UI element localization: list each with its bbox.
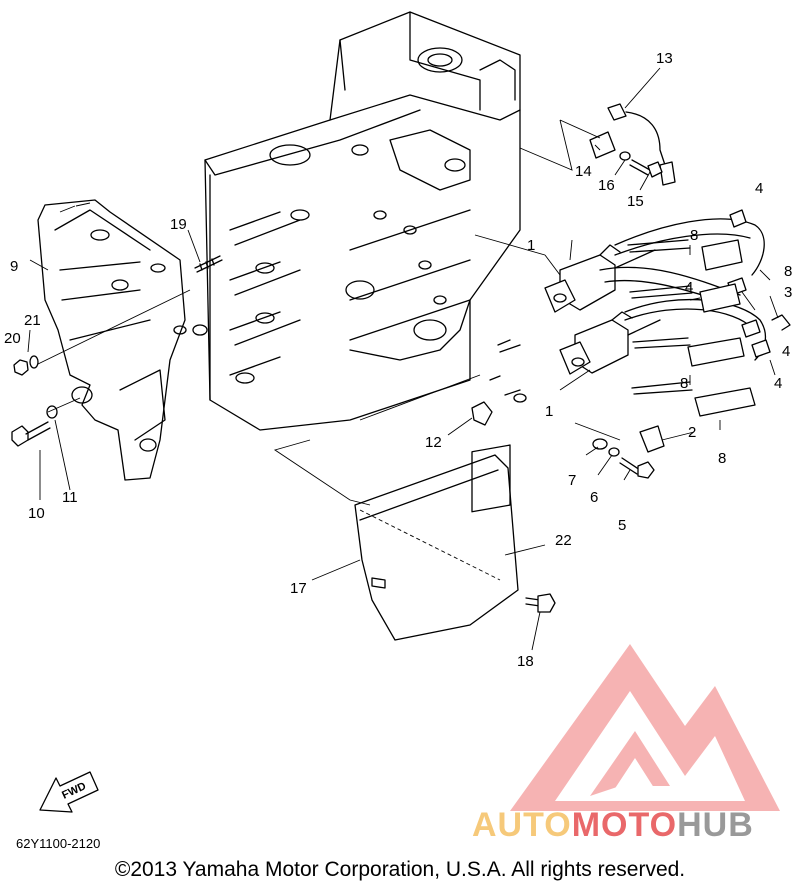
callout-15: 15 <box>627 193 644 210</box>
fwd-arrow: FWD <box>39 771 99 813</box>
callout-3: 3 <box>784 284 792 301</box>
callout-14: 14 <box>575 163 592 180</box>
thermoswitch-12 <box>471 401 493 426</box>
nut-20 <box>13 359 29 376</box>
drawing-number: 62Y1100-2120 <box>16 836 101 851</box>
clamp-3 <box>771 314 791 331</box>
callout-4-right: 4 <box>782 343 790 360</box>
callout-8-mid: 8 <box>680 375 688 392</box>
callout-4-mid: 4 <box>685 279 693 296</box>
watermark-hub: HUB <box>677 806 754 844</box>
callout-16: 16 <box>598 177 615 194</box>
leader-lines <box>27 67 779 651</box>
bolt-10 <box>11 421 51 447</box>
washer-16 <box>619 151 631 161</box>
callout-1-upper: 1 <box>527 237 535 254</box>
watermark-text: AUTOMOTOHUB <box>472 806 754 845</box>
bolt-18 <box>525 593 556 613</box>
callout-20: 20 <box>4 330 21 347</box>
callout-19: 19 <box>170 216 187 233</box>
washer-21 <box>29 355 39 369</box>
callout-8-right: 8 <box>784 263 792 280</box>
callout-11: 11 <box>62 489 78 506</box>
washer-6 <box>608 447 620 457</box>
ignition-coil-lower <box>559 311 661 375</box>
callout-4-bottom: 4 <box>774 375 782 392</box>
copyright-notice: ©2013 Yamaha Motor Corporation, U.S.A. A… <box>114 858 686 881</box>
spark-plugs <box>627 239 693 395</box>
callout-numbers: 1 1 2 3 4 4 4 4 5 6 7 8 8 8 8 9 10 11 12… <box>4 50 792 670</box>
washer-7 <box>592 438 608 450</box>
ignition-bracket <box>37 199 187 481</box>
callout-21: 21 <box>24 312 41 329</box>
watermark-moto: MOTO <box>571 806 678 844</box>
callout-9: 9 <box>10 258 18 275</box>
ignition-cover <box>354 444 519 641</box>
callout-5: 5 <box>618 517 626 534</box>
callout-22: 22 <box>555 532 572 549</box>
clip-2 <box>639 425 665 453</box>
callout-8-bottom: 8 <box>718 450 726 467</box>
sensor-13 <box>607 103 676 186</box>
callout-2: 2 <box>688 424 696 441</box>
callout-13: 13 <box>656 50 673 67</box>
callout-6: 6 <box>590 489 598 506</box>
callout-18: 18 <box>517 653 534 670</box>
callout-17: 17 <box>290 580 307 597</box>
bolt-5 <box>619 457 655 479</box>
automotohub-logo <box>510 644 780 811</box>
plug-caps <box>687 239 756 417</box>
washer-11 <box>46 405 58 419</box>
callout-12: 12 <box>425 434 442 451</box>
callout-10: 10 <box>28 505 45 522</box>
callout-7: 7 <box>568 472 576 489</box>
callout-8-top: 8 <box>690 227 698 244</box>
bolt-15 <box>629 159 663 178</box>
callout-4-top: 4 <box>755 180 763 197</box>
watermark-auto: AUTO <box>472 806 572 844</box>
callout-1-lower: 1 <box>545 403 553 420</box>
ignition-coil-upper <box>544 244 656 313</box>
stud-bolt <box>194 255 223 273</box>
bracket-14 <box>589 131 616 159</box>
cylinder-block <box>192 11 521 431</box>
